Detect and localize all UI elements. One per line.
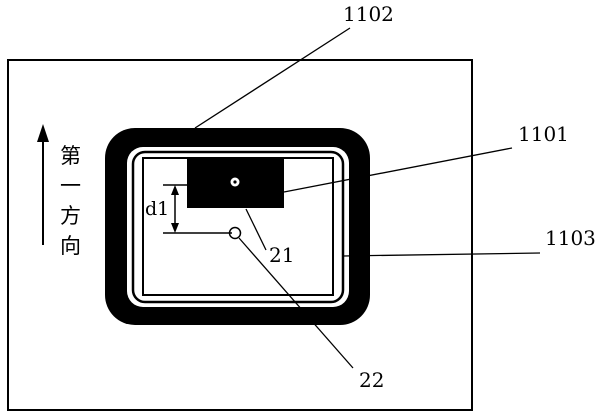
label-1103: 1103 xyxy=(545,226,596,250)
direction-char-1: 第 xyxy=(60,144,81,168)
label-22: 22 xyxy=(359,368,385,392)
leader-1102 xyxy=(194,27,351,129)
leader-1101 xyxy=(283,147,513,193)
label-1101: 1101 xyxy=(518,122,569,146)
direction-label: 第 一 方 向 xyxy=(60,146,81,266)
leader-21 xyxy=(245,208,267,251)
label-1102: 1102 xyxy=(343,2,394,26)
thin-frame-1103 xyxy=(131,150,345,304)
label-21: 21 xyxy=(269,243,295,267)
leader-1103 xyxy=(342,252,541,257)
d1-arrow-down xyxy=(171,223,179,233)
point-21-dot xyxy=(233,180,237,184)
direction-arrow-head xyxy=(37,124,49,142)
d1-arrow-up xyxy=(171,185,179,195)
outer-board xyxy=(7,59,473,411)
leader-22 xyxy=(238,237,354,369)
direction-char-4: 向 xyxy=(60,234,81,258)
white-gap xyxy=(127,147,349,307)
direction-char-3: 方 xyxy=(60,204,81,228)
direction-char-2: 一 xyxy=(60,174,81,198)
label-d1: d1 xyxy=(145,198,170,220)
